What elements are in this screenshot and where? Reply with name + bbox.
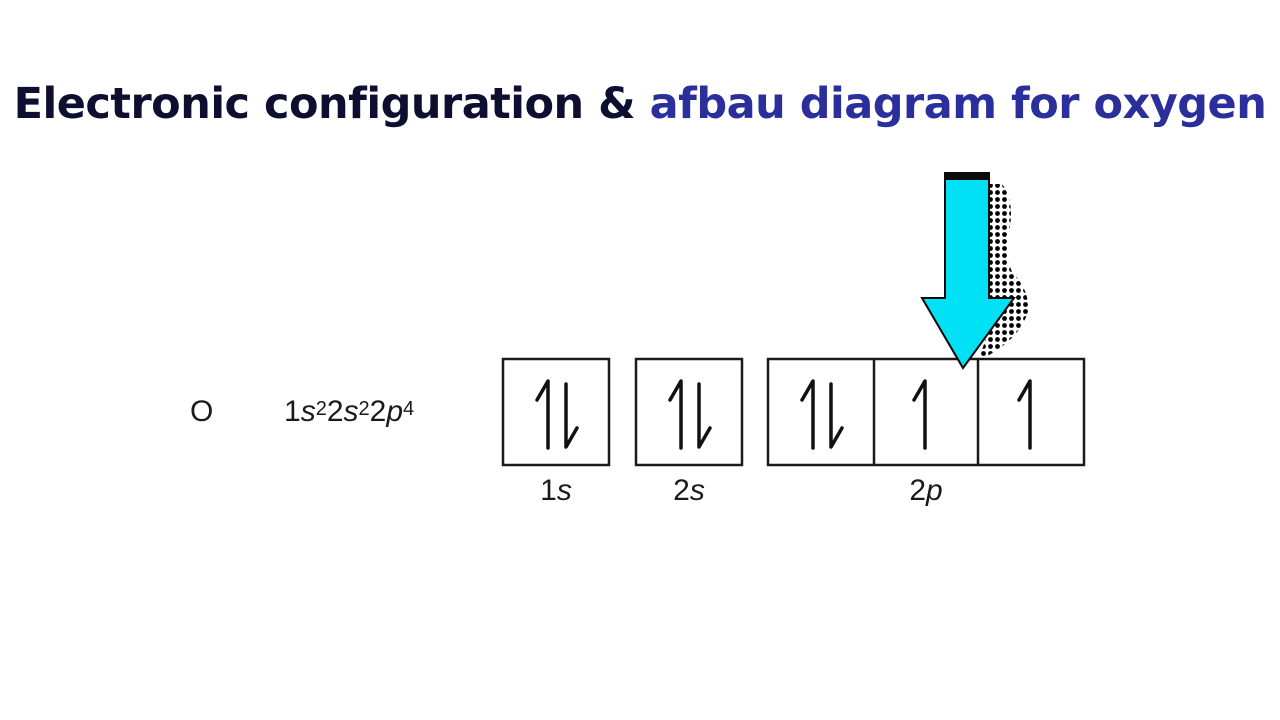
subshell-label-2p-n: 2 (909, 474, 926, 507)
title-part-1: Electronic configuration & (13, 79, 650, 129)
pointer-arrow-body (920, 175, 1016, 370)
subshell-label-1s-l: s (557, 474, 572, 507)
subshell-2s: 2s (634, 357, 744, 507)
subshell-label-1s: 1s (540, 474, 572, 507)
subshell-label-2p: 2p (909, 474, 942, 507)
spin-down-arrow (697, 382, 712, 449)
subshell-1s: 1s (501, 357, 611, 507)
orbital-box-2p-outline (766, 357, 1086, 467)
subshell-label-2s-l: s (690, 474, 705, 507)
subshell-label-1s-n: 1 (540, 474, 557, 507)
electron-configuration: 1s22s22p4 (284, 392, 414, 435)
config-term-2s-n: 2 (326, 395, 344, 428)
spin-up-arrow (535, 379, 550, 450)
config-term-1s-n: 1 (284, 395, 301, 428)
config-term-2s-l: s (343, 395, 359, 428)
config-term-2p-l: p (386, 395, 403, 428)
subshell-2p: 2p (766, 357, 1086, 507)
config-term-1s: 1s2 (284, 395, 327, 428)
subshell-label-2s: 2s (673, 474, 705, 507)
config-term-1s-e: 2 (315, 398, 327, 420)
electron-pair (668, 379, 712, 450)
pointer-arrow-cap (944, 172, 990, 180)
page-title: Electronic configuration & afbau diagram… (0, 72, 1280, 136)
orbital-box-2s (634, 357, 744, 467)
spin-up-arrow (912, 379, 927, 450)
spin-up-arrow (1017, 379, 1032, 450)
spin-up-arrow (668, 379, 683, 450)
config-term-2p: 2p4 (370, 395, 415, 428)
element-symbol: O (190, 395, 214, 428)
pointer-arrow (920, 172, 1029, 370)
title-part-2: afbau diagram for oxygen (649, 79, 1267, 129)
config-term-2s: 2s2 (327, 395, 370, 428)
subshell-label-2p-l: p (925, 474, 943, 507)
electron-pair (535, 379, 579, 450)
spin-down-arrow (564, 382, 579, 449)
orbital-box-1s (501, 357, 611, 467)
config-term-2p-e: 4 (403, 398, 415, 420)
electron-pair (800, 379, 844, 450)
spin-up-arrow (800, 379, 815, 450)
subshell-label-2s-n: 2 (673, 474, 690, 507)
config-term-2p-n: 2 (369, 395, 387, 428)
config-term-1s-l: s (300, 395, 316, 428)
config-term-2s-e: 2 (358, 398, 370, 420)
spin-down-arrow (829, 382, 844, 449)
